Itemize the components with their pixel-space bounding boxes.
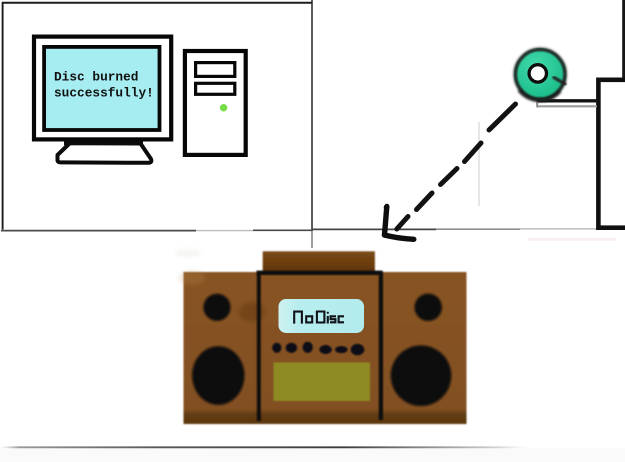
svg-text:successfully!: successfully! <box>54 86 154 101</box>
svg-text:Disc burned: Disc burned <box>54 70 138 85</box>
